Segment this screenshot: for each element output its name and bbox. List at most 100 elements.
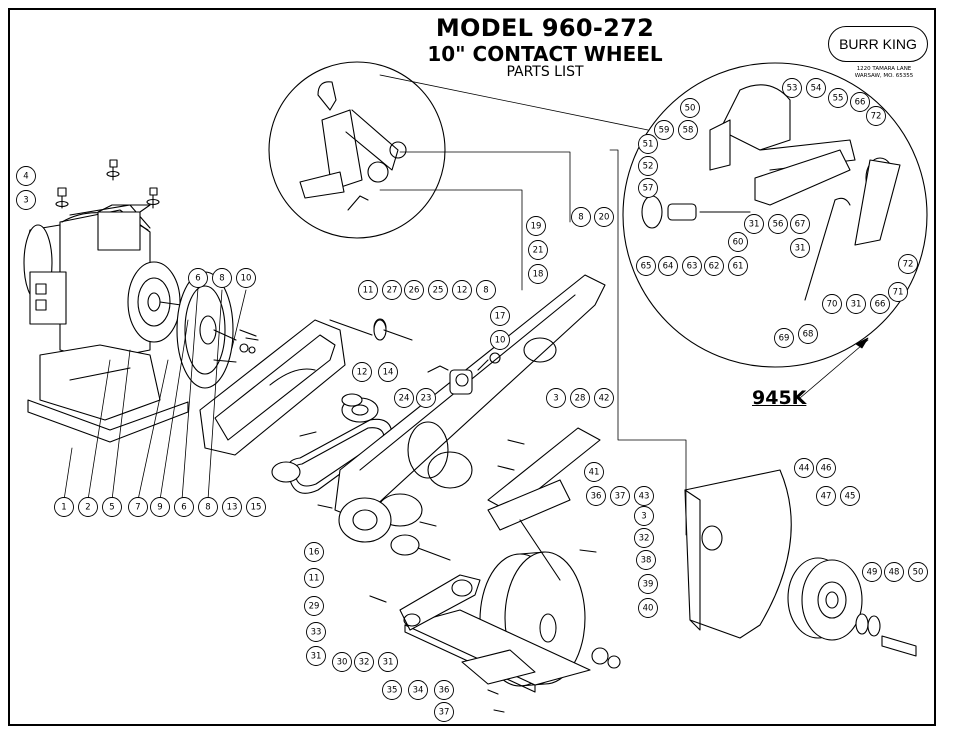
callout-bubble: 11 xyxy=(304,568,324,588)
callout-label: 57 xyxy=(643,184,654,194)
idler-wheel xyxy=(787,557,917,657)
callout-circle xyxy=(476,280,496,300)
callout-bubble: 51 xyxy=(638,134,658,154)
callout-circle xyxy=(528,264,548,284)
callout-bubble: 68 xyxy=(798,324,818,344)
callout-circle xyxy=(744,214,764,234)
callout-bubble: 2 xyxy=(78,497,98,517)
callout-label: 35 xyxy=(387,686,398,696)
callout-circle xyxy=(794,458,814,478)
idler-pulley xyxy=(271,461,301,483)
brand-name: BURR KING xyxy=(839,36,917,52)
callout-bubble: 7 xyxy=(128,497,148,517)
platen xyxy=(487,427,601,581)
callout-label: 64 xyxy=(663,262,674,272)
callout-label: 48 xyxy=(889,568,900,578)
callout-circle xyxy=(790,238,810,258)
callout-label: 33 xyxy=(311,628,322,638)
callout-circle xyxy=(394,388,414,408)
callout-circle xyxy=(728,232,748,252)
callout-label: 63 xyxy=(687,262,698,272)
callout-bubble: 16 xyxy=(304,542,324,562)
callout-circle xyxy=(806,78,826,98)
lower-arm xyxy=(390,534,481,631)
callout-label: 71 xyxy=(893,288,904,298)
address-line-1: 1220 TAMARA LANE xyxy=(856,66,912,72)
callout-circle xyxy=(570,388,590,408)
callout-circle xyxy=(128,497,148,517)
callout-circle xyxy=(728,256,748,276)
callout-circle xyxy=(102,497,122,517)
callout-bubble: 67 xyxy=(790,214,810,234)
callout-label: 30 xyxy=(337,658,348,668)
callout-circle xyxy=(408,680,428,700)
callout-label: 53 xyxy=(787,84,798,94)
callout-label: 21 xyxy=(533,246,544,256)
callout-bubble: 4 xyxy=(16,166,36,186)
callout-circle xyxy=(828,88,848,108)
callout-bubble: 59 xyxy=(654,120,674,140)
callout-bubble: 8 xyxy=(476,280,496,300)
callout-bubble: 69 xyxy=(774,328,794,348)
callout-circle xyxy=(822,294,842,314)
main-arm xyxy=(334,274,606,543)
callout-bubble: 42 xyxy=(594,388,614,408)
callout-label: 40 xyxy=(643,604,654,614)
callout-label: 25 xyxy=(433,286,444,296)
callout-circle xyxy=(571,207,591,227)
callout-label: 26 xyxy=(409,286,420,296)
callout-circle xyxy=(888,282,908,302)
callout-label: 46 xyxy=(821,464,832,474)
tool-rest xyxy=(404,609,591,693)
callout-label: 37 xyxy=(615,492,626,502)
callout-bubble: 53 xyxy=(782,78,802,98)
callout-bubble: 60 xyxy=(728,232,748,252)
brand-logo: BURR KING xyxy=(828,26,928,62)
callout-circle xyxy=(452,280,472,300)
callout-bubble: 35 xyxy=(382,680,402,700)
callout-circle xyxy=(490,330,510,350)
callout-bubble: 19 xyxy=(526,216,546,236)
callout-bubble: 43 xyxy=(634,486,654,506)
callout-circle xyxy=(816,458,836,478)
callout-bubble: 41 xyxy=(584,462,604,482)
callout-bubble: 39 xyxy=(638,574,658,594)
callout-label: 42 xyxy=(599,394,610,404)
callout-circle xyxy=(358,280,378,300)
callout-circle xyxy=(382,680,402,700)
callout-label: 32 xyxy=(359,658,370,668)
callout-bubble: 37 xyxy=(434,702,454,722)
callout-circle xyxy=(54,497,74,517)
callout-circle xyxy=(610,486,630,506)
callout-label: 49 xyxy=(867,568,878,578)
callout-bubble: 20 xyxy=(594,207,614,227)
callout-label: 44 xyxy=(799,464,810,474)
callout-bubble: 46 xyxy=(816,458,836,478)
callout-label: 39 xyxy=(643,580,654,590)
callout-label: 10 xyxy=(495,336,506,346)
callout-circle xyxy=(584,462,604,482)
callout-label: 3 xyxy=(23,196,28,206)
callout-label: 50 xyxy=(685,104,696,114)
callout-bubble: 45 xyxy=(840,486,860,506)
callout-circle xyxy=(150,497,170,517)
drive-pulley xyxy=(329,318,387,423)
callout-bubble: 6 xyxy=(174,497,194,517)
callout-bubble: 31 xyxy=(378,652,398,672)
callout-label: 62 xyxy=(709,262,720,272)
wheel-guard-cover xyxy=(684,469,792,639)
callout-label: 31 xyxy=(311,652,322,662)
callout-bubble: 8 xyxy=(571,207,591,227)
callout-bubble: 38 xyxy=(636,550,656,570)
callout-circle xyxy=(816,486,836,506)
callout-bubble: 6 xyxy=(188,268,208,288)
callout-label: 20 xyxy=(599,213,610,223)
callout-circle xyxy=(332,652,352,672)
callout-label: 50 xyxy=(913,568,924,578)
callout-circle xyxy=(222,497,242,517)
callout-circle xyxy=(246,497,266,517)
callout-circle xyxy=(798,324,818,344)
callout-bubble: 54 xyxy=(806,78,826,98)
callout-label: 8 xyxy=(205,503,210,513)
callout-circle xyxy=(638,598,658,618)
